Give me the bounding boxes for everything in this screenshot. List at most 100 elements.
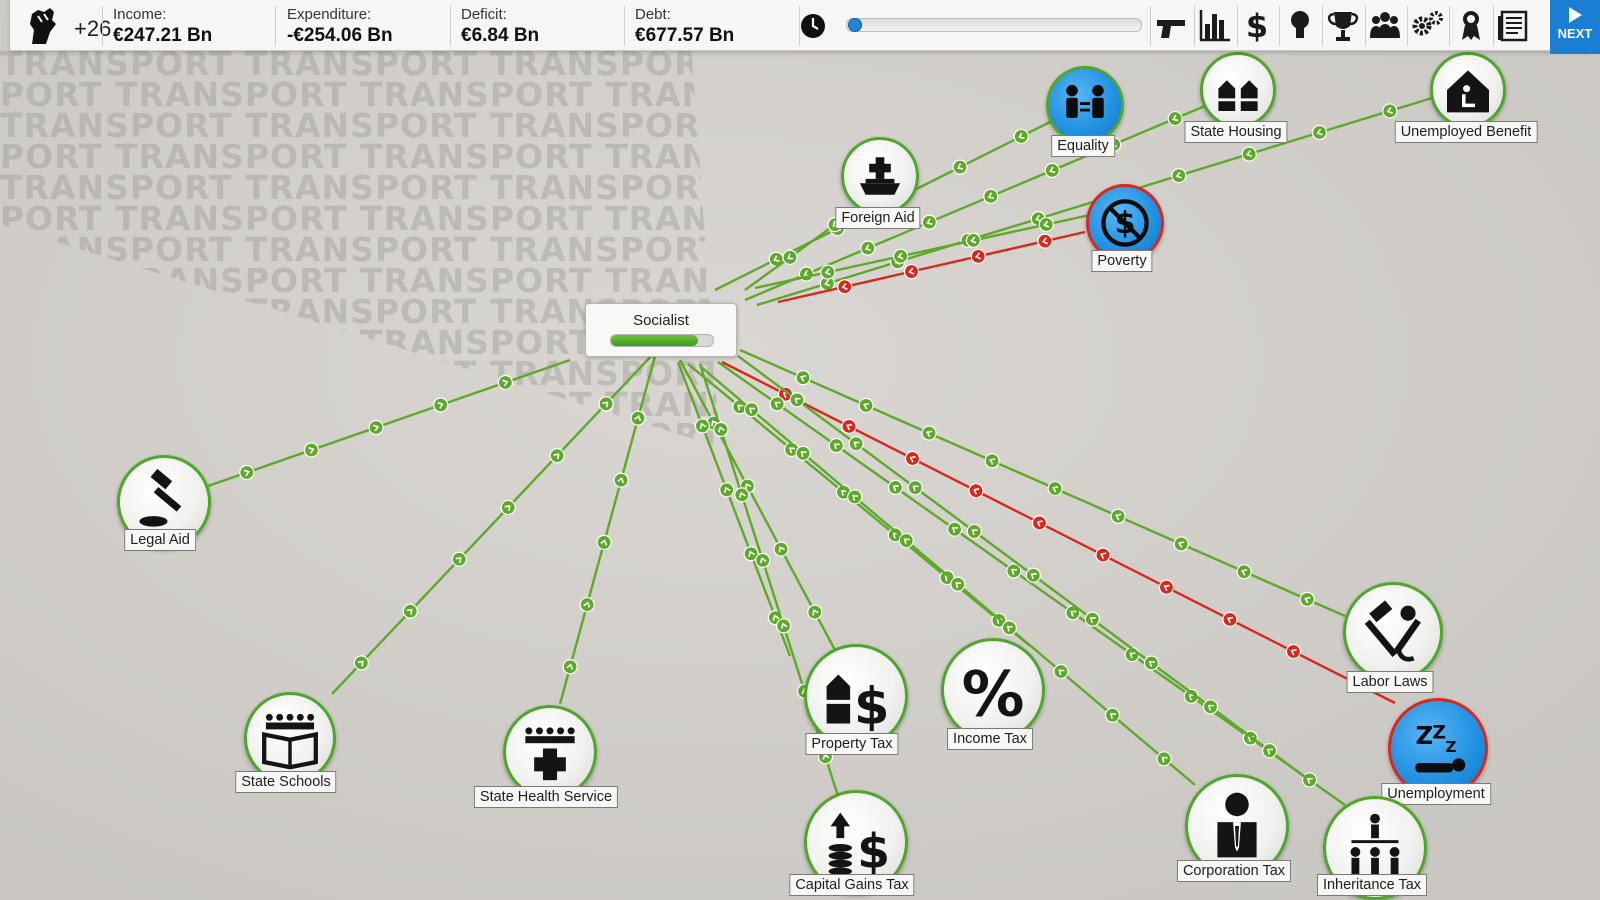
flow-arrow-icon [357,660,364,667]
svg-text:%: % [962,657,1025,730]
flow-arrow-icon [955,582,962,588]
effect-link-state-schools-positive[interactable] [331,351,656,695]
flow-marker [921,214,937,230]
flow-arrow-icon [372,424,380,432]
flow-arrow-icon [1163,584,1170,592]
flow-marker [1001,620,1017,636]
flow-arrow-icon [583,601,591,608]
flow-arrow-icon [1036,520,1043,527]
flow-arrow-icon [971,529,978,536]
flow-arrow-icon [774,401,781,408]
political-capital[interactable]: +26 [20,4,111,48]
flow-marker [598,396,614,412]
flow-marker [776,618,792,634]
flow-arrow-icon [759,557,767,564]
flow-arrow-icon [1115,513,1122,521]
effect-link-property-tax-positive[interactable] [676,361,792,657]
effect-link-corporation-tax-positive[interactable] [699,365,1196,786]
flow-marker [860,240,876,256]
flow-arrow-icon [772,614,780,621]
toolbar-separator [1449,6,1450,46]
effect-link-line [717,361,1346,806]
flow-arrow-icon [1207,704,1214,711]
pistol-button[interactable] [1153,6,1191,44]
newspaper-button[interactable] [1494,6,1532,44]
poverty-node-circle[interactable]: $ [1086,184,1164,262]
flow-arrow-icon [1099,552,1107,559]
flow-arrow-icon [566,663,574,670]
flow-arrow-icon [1089,617,1096,623]
flow-marker [1241,146,1257,162]
flow-marker [904,450,921,467]
state-schools-node-circle[interactable] [244,692,336,784]
voter-group-approval-fill [611,335,698,346]
dollar-button[interactable]: $ [1238,6,1276,45]
flow-arrow-icon [987,192,994,200]
flow-marker [1301,772,1318,788]
effect-link-capital-gains-tax-positive[interactable] [698,363,840,797]
flow-arrow-icon [833,443,840,450]
effect-link-inheritance-tax-positive[interactable] [717,361,1346,806]
labor-laws-node-circle[interactable] [1343,582,1443,682]
flow-arrow-icon [841,282,848,290]
unemployed-benefit-node-circle[interactable] [1430,52,1506,128]
effect-link-legal-aid-positive[interactable] [207,358,571,488]
effect-link-property-tax-positive[interactable] [678,359,837,651]
flow-marker [1171,168,1187,184]
trophy-button[interactable] [1324,6,1362,44]
flow-arrow-icon [748,550,755,557]
pistol-icon [1157,20,1185,38]
flow-arrow-icon [892,485,899,492]
equality-node-circle[interactable] [1046,66,1124,144]
svg-text:$: $ [857,824,890,879]
node-label: State Schools [235,771,337,793]
book-people-icon [262,713,318,770]
node-label: Poverty [1091,250,1153,272]
award-ribbon-button[interactable] [1452,6,1490,44]
tools-icon [1364,600,1421,662]
flow-arrow-icon [912,485,919,492]
next-turn-button[interactable]: NEXT [1550,0,1600,54]
flow-marker [847,489,863,505]
flow-arrow-icon [789,447,796,454]
flow-marker [1158,579,1175,595]
deficit-stat: Deficit: €6.84 Bn [461,6,539,47]
node-label: State Housing [1184,121,1288,143]
flow-arrow-icon [437,402,444,409]
flow-marker [950,576,966,592]
node-label: State Health Service [473,786,619,808]
node-label: Foreign Aid [835,207,921,229]
debt-stat: Debt: €677.57 Bn [635,6,734,47]
effect-link-state-health-positive[interactable] [558,355,657,705]
health-cross-icon [525,727,575,781]
flow-marker [841,418,857,434]
effect-link-line [207,358,571,488]
effect-link-line [754,213,1091,290]
effect-link-inheritance-tax-positive[interactable] [737,355,1306,778]
voter-group-socialist[interactable]: Socialist [585,303,737,357]
effect-link-line [777,230,1086,304]
income-tax-node-circle[interactable]: % [941,638,1045,742]
flow-arrow-icon [744,483,752,490]
node-label: Unemployment [1381,783,1491,805]
svg-text:$: $ [1114,206,1135,241]
flow-arrow-icon [1161,756,1168,763]
foreign-aid-node-circle[interactable] [841,137,919,215]
bar-chart-button[interactable] [1196,6,1234,44]
gears-button[interactable] [1408,6,1446,44]
flow-marker [947,521,963,537]
people-button[interactable] [1366,6,1404,44]
state-health-node-circle[interactable] [503,705,597,799]
effect-link-poverty-positive[interactable] [754,213,1091,290]
lightbulb-button[interactable] [1281,6,1319,44]
node-label: Unemployed Benefit [1394,121,1538,143]
raised-fist-icon [30,8,56,44]
flow-marker [613,472,629,488]
flow-arrow-icon [787,253,794,260]
flow-marker [782,249,798,265]
effect-link-labor-laws-positive[interactable] [739,348,1346,618]
effect-link-poverty-negative[interactable] [777,230,1086,304]
state-housing-node-circle[interactable] [1200,52,1276,128]
effect-link-unemployment-negative[interactable] [721,360,1396,705]
